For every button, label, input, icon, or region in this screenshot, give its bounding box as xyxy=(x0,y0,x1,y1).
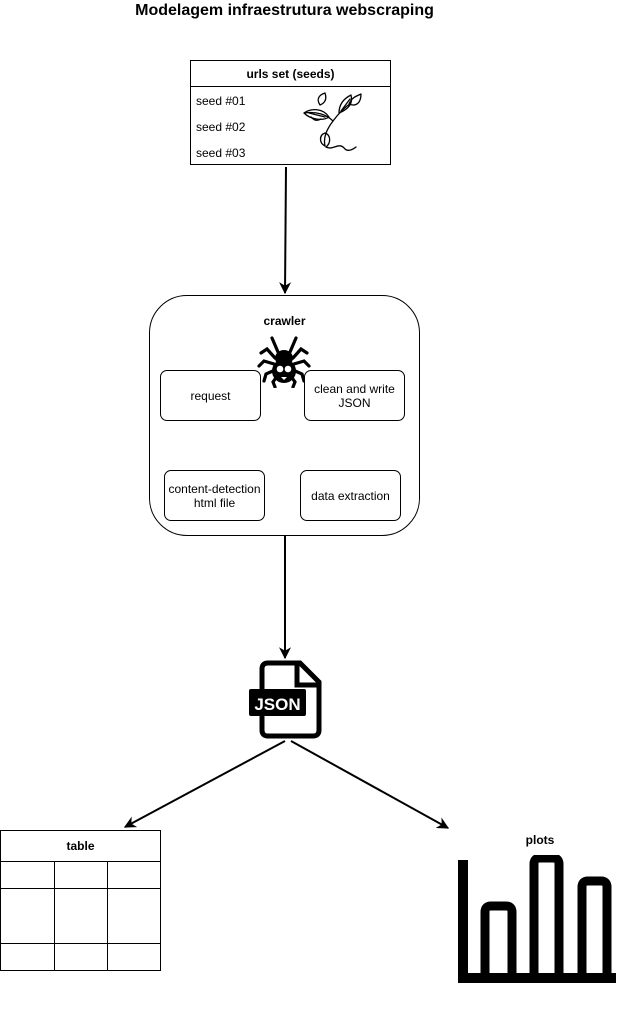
diagram-title: Modelagem infraestrutura webscraping xyxy=(135,2,434,19)
json-icon-text: JSON xyxy=(254,695,300,714)
spider-icon xyxy=(257,336,311,388)
request-node: request xyxy=(160,370,261,421)
table-output: table xyxy=(0,830,161,971)
table-row xyxy=(1,888,160,944)
json-file-icon: JSON xyxy=(249,660,322,739)
table-cell xyxy=(53,888,108,944)
table-grid xyxy=(1,861,160,971)
clean-write-json-node: clean and write JSON xyxy=(304,370,405,421)
crawler-title: crawler xyxy=(263,314,306,328)
sprout-icon xyxy=(303,92,362,151)
table-row xyxy=(1,861,160,889)
content-detection-label: content-detection html file xyxy=(168,481,261,510)
table-cell xyxy=(106,943,160,971)
seeds-box: urls set (seeds) seed #01 seed #02 seed … xyxy=(190,60,391,165)
edge-seeds-to-crawler xyxy=(279,166,292,295)
table-cell xyxy=(106,861,160,889)
content-detection-node: content-detection html file xyxy=(164,470,265,521)
table-cell xyxy=(53,861,108,889)
seed-item: seed #01 xyxy=(196,94,246,108)
data-extraction-node: data extraction xyxy=(300,470,401,521)
table-cell xyxy=(1,861,55,889)
table-cell xyxy=(1,888,55,944)
bar-chart-icon xyxy=(458,855,616,983)
edge-json-to-plots xyxy=(290,740,450,829)
clean-write-json-label: clean and write JSON xyxy=(314,381,395,410)
table-cell xyxy=(53,943,108,971)
edge-json-to-table xyxy=(123,740,286,828)
seed-item: seed #02 xyxy=(196,120,246,134)
plots-title: plots xyxy=(525,833,555,847)
table-cell xyxy=(106,888,160,944)
table-row xyxy=(1,943,160,971)
seed-item: seed #03 xyxy=(196,146,246,160)
table-cell xyxy=(1,943,55,971)
seeds-header: urls set (seeds) xyxy=(191,61,390,87)
request-label: request xyxy=(190,388,231,403)
table-title: table xyxy=(1,831,160,862)
data-extraction-label: data extraction xyxy=(311,488,390,503)
